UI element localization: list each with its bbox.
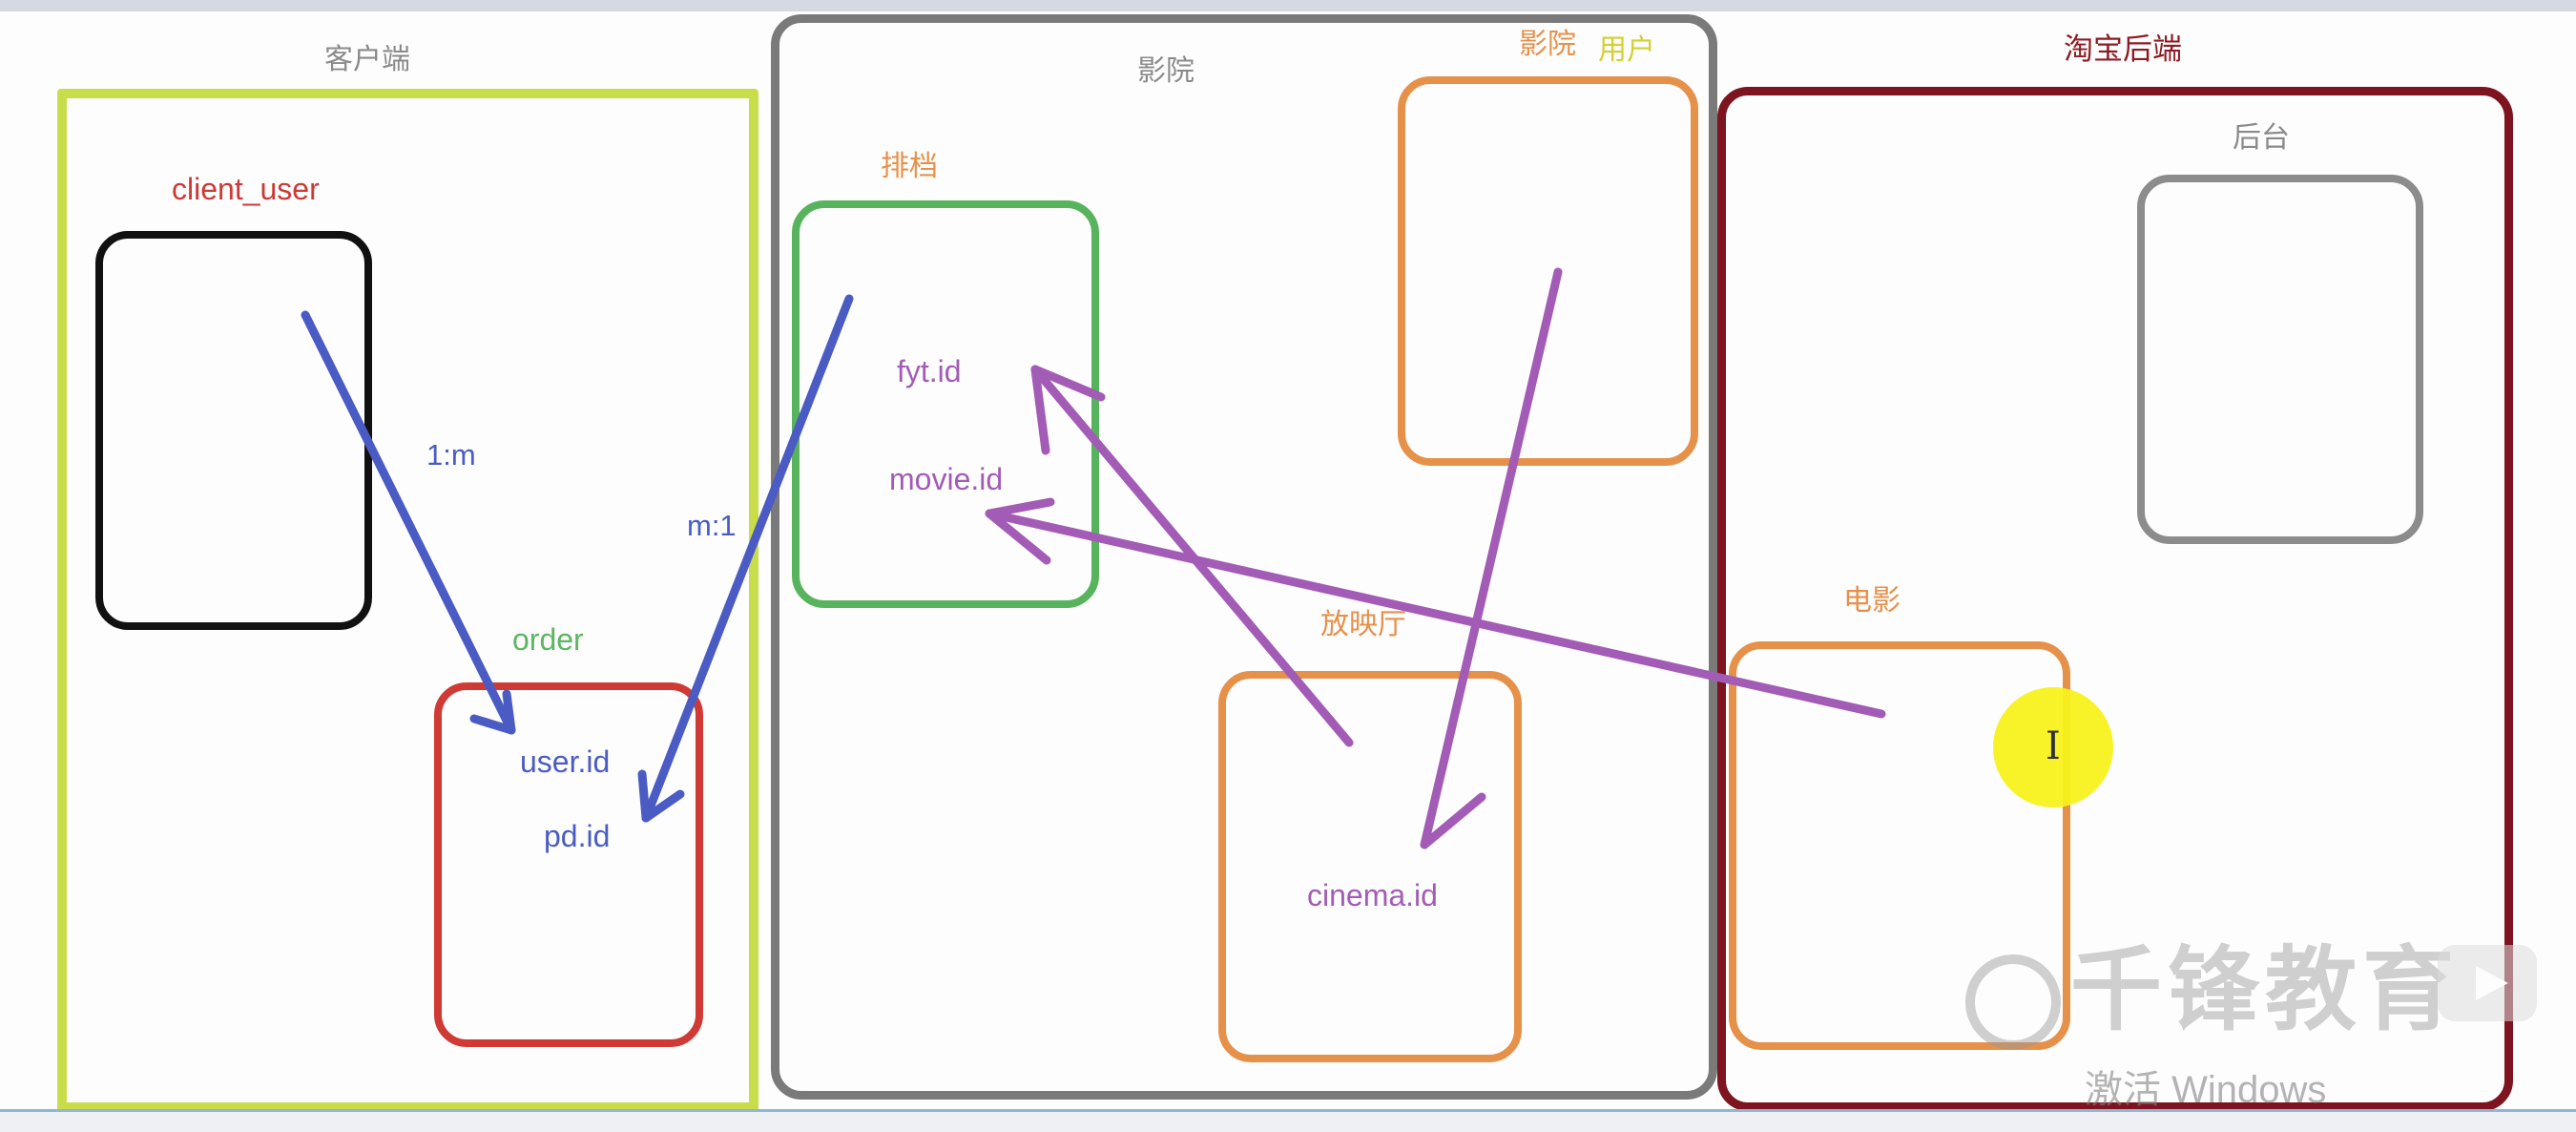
order-box bbox=[434, 682, 703, 1047]
cinema-group-title: 影院 bbox=[1137, 55, 1195, 87]
taobao-group-box bbox=[1717, 87, 2513, 1111]
client-user-box bbox=[95, 231, 372, 630]
arrow-movie-to-movieid bbox=[985, 497, 1886, 719]
backend-box bbox=[2137, 175, 2423, 544]
watermark-logo-icon bbox=[1965, 954, 2061, 1050]
hall-box bbox=[1218, 671, 1522, 1062]
relation-label-order-schedule: m:1 bbox=[687, 509, 737, 542]
order-label: order bbox=[512, 622, 584, 657]
window-bottom-bar bbox=[0, 1112, 2576, 1132]
text-cursor-icon: I bbox=[2046, 724, 2061, 768]
window-top-bar bbox=[0, 0, 2576, 11]
schedule-field-fyt-id: fyt.id bbox=[897, 354, 962, 388]
bottom-divider bbox=[0, 1109, 2576, 1112]
arrow-user-to-order bbox=[301, 310, 516, 735]
client-group-box bbox=[57, 89, 758, 1112]
schedule-field-movie-id: movie.id bbox=[889, 462, 1004, 496]
schedule-box bbox=[792, 200, 1099, 608]
cinema-user-box bbox=[1398, 76, 1698, 466]
cinema-user-label-cinema: 影院 bbox=[1519, 29, 1576, 60]
schedule-label: 排档 bbox=[881, 151, 938, 182]
play-icon[interactable] bbox=[2438, 945, 2537, 1021]
activate-windows-text: 激活 Windows bbox=[2085, 1069, 2327, 1111]
arrow-schedule-to-order bbox=[637, 294, 854, 823]
watermark-text: 千锋教育 bbox=[2070, 939, 2460, 1041]
order-field-pd-id: pd.id bbox=[544, 819, 611, 853]
hall-field-cinema-id: cinema.id bbox=[1307, 878, 1438, 912]
taobao-group-title: 淘宝后端 bbox=[2064, 32, 2182, 66]
relation-label-user-order: 1:m bbox=[426, 438, 476, 472]
hall-label: 放映厅 bbox=[1320, 609, 1406, 640]
movie-box bbox=[1729, 641, 2070, 1050]
order-field-user-id: user.id bbox=[520, 744, 611, 779]
cursor-highlight bbox=[1993, 687, 2113, 807]
movie-label: 电影 bbox=[1843, 585, 1901, 617]
backend-label: 后台 bbox=[2233, 122, 2290, 154]
arrow-cinemauser-to-hall bbox=[1420, 267, 1563, 849]
cinema-group-box bbox=[771, 14, 1717, 1100]
client-user-label: client_user bbox=[172, 172, 320, 206]
client-group-title: 客户端 bbox=[324, 44, 410, 75]
cinema-user-label-user: 用户 bbox=[1598, 34, 1655, 66]
